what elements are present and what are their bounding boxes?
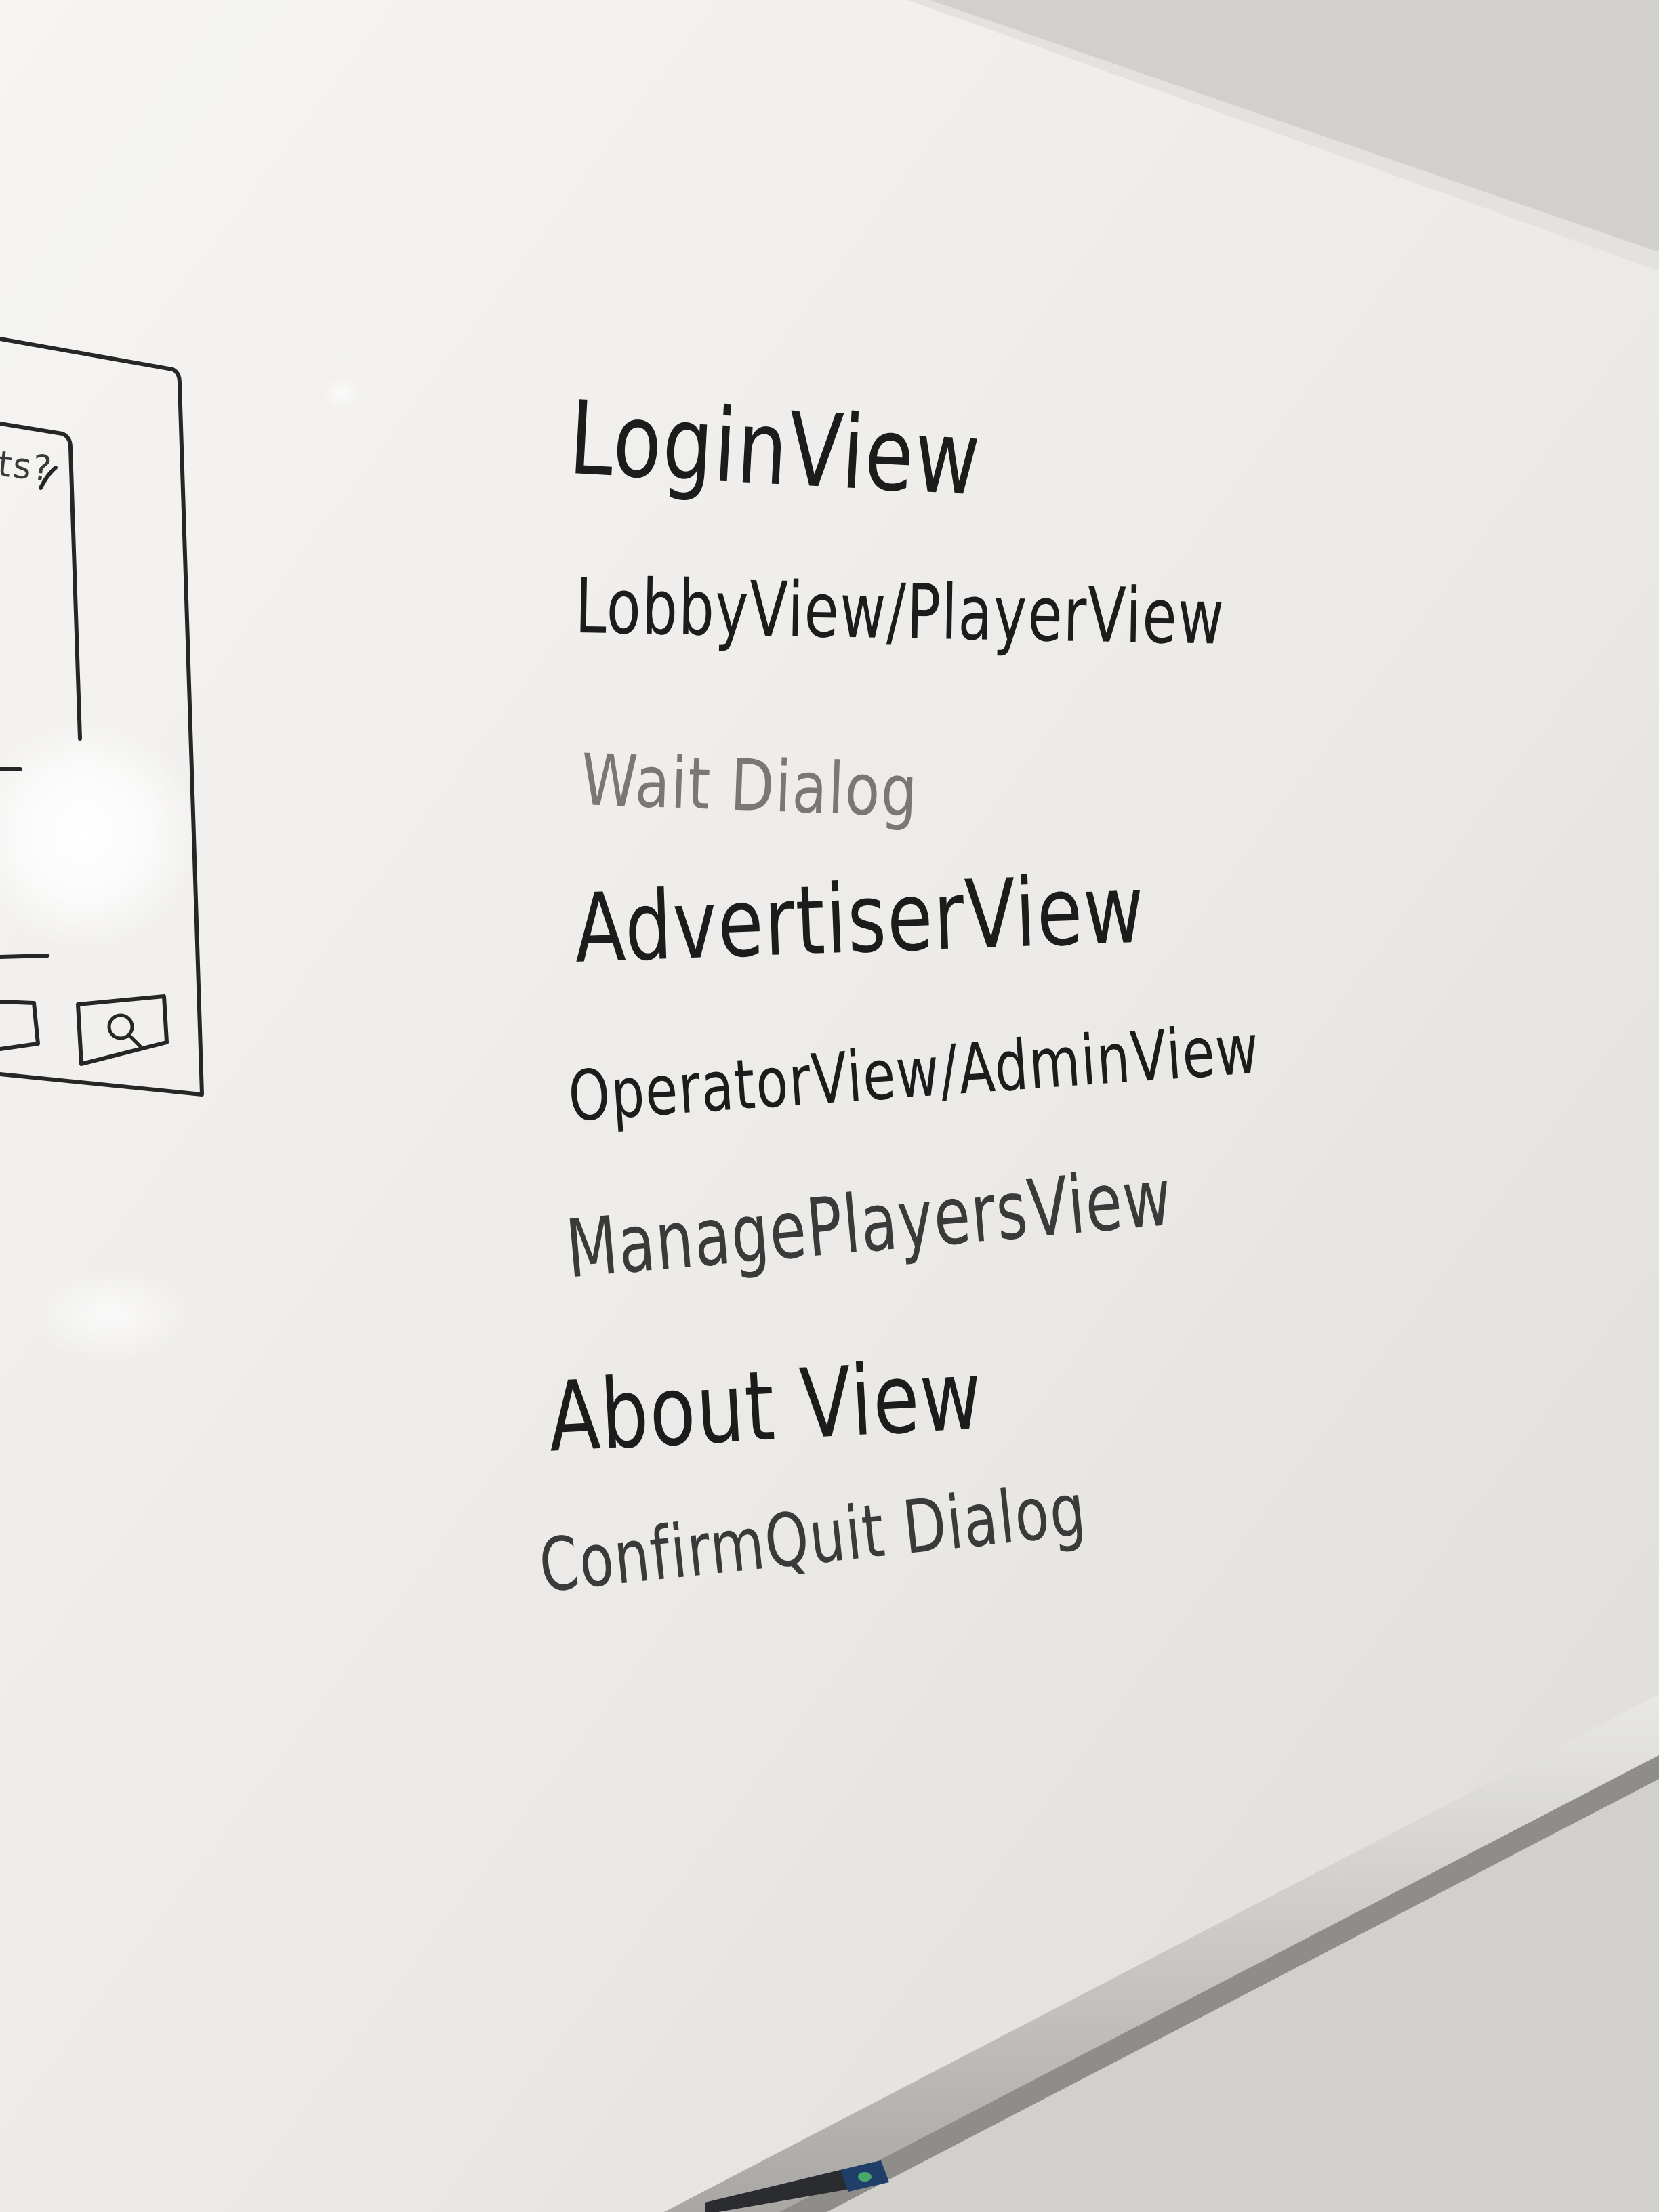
light-glare-small [322, 376, 363, 410]
marker-tray [664, 1694, 1659, 2212]
whiteboard-item-login-view: LoginView [566, 380, 984, 519]
wireframe-sketch [0, 337, 204, 1097]
whiteboard-item-about-view: About View [546, 1339, 985, 1474]
whiteboard-item-advertiser-view: AdvertiserView [573, 854, 1147, 985]
whiteboard-item-wait-dialog: Wait Dialog [579, 739, 920, 834]
whiteboard-top-frame [908, 0, 1659, 271]
light-glare [0, 718, 200, 949]
search-icon [107, 1013, 142, 1048]
marker-icon [705, 2160, 889, 2212]
light-glare-reflection [30, 1267, 193, 1362]
whiteboard-item-lobby-view: LobbyView/PlayerView [574, 562, 1226, 662]
sketch-fragment-text: ts? [0, 444, 55, 491]
marker-tray-lip [779, 1755, 1659, 2212]
